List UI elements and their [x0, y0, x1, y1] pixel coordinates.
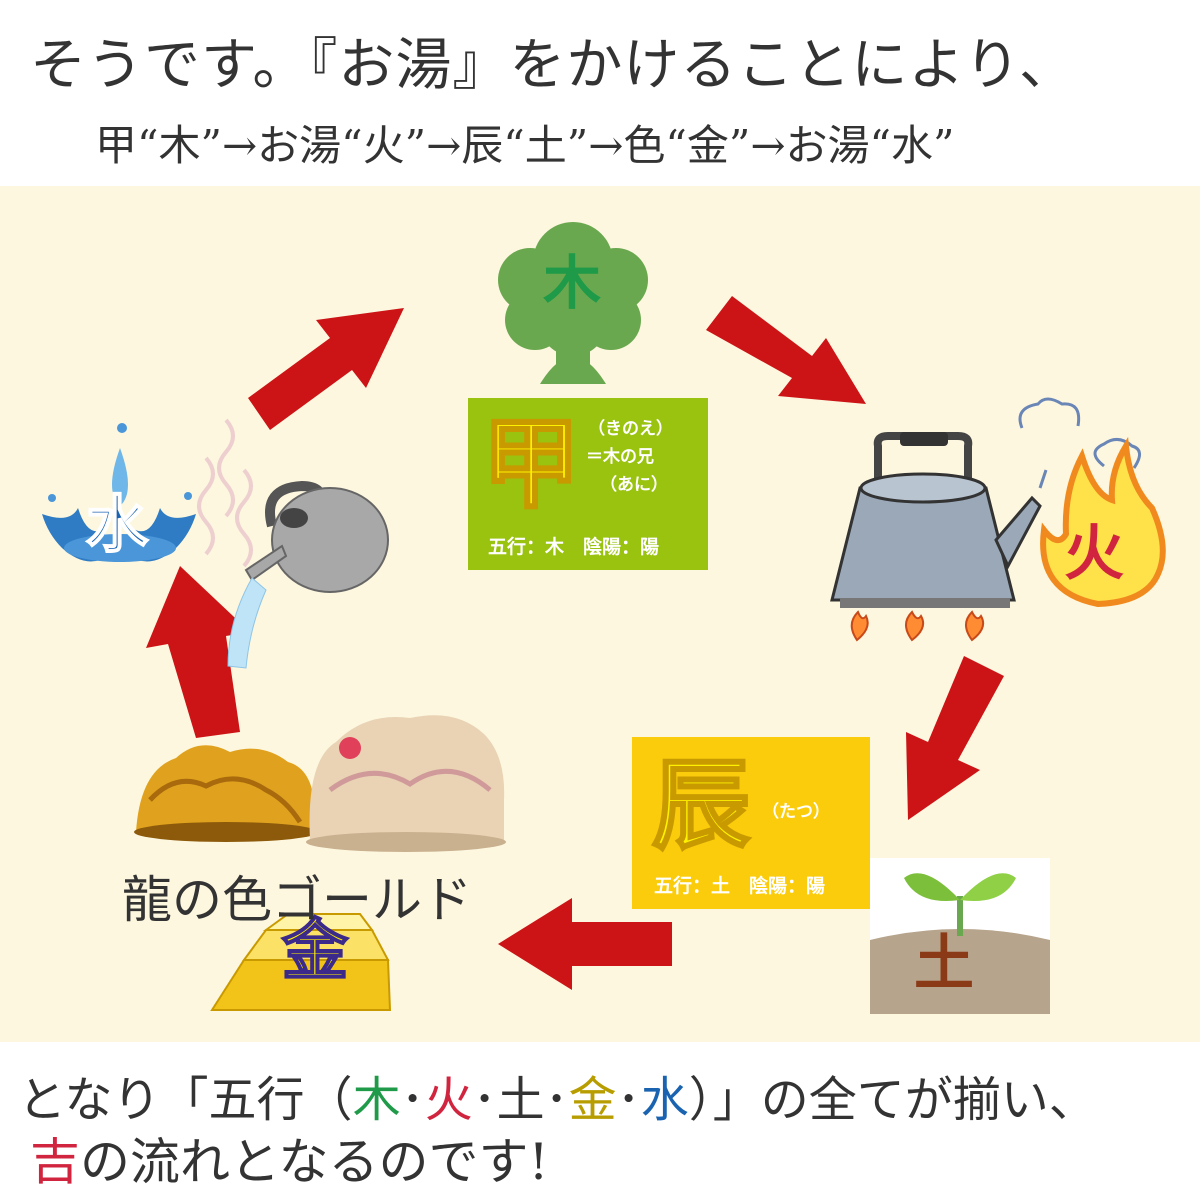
tatsu-reading: （たつ） — [762, 802, 830, 822]
tatsu-caption: 五行：土 陰陽：陽 — [654, 875, 826, 897]
footer-earth: 土 — [496, 1072, 545, 1128]
footer-sep-1: ･ — [400, 1072, 425, 1128]
dragon-color-label: 龍の色ゴールド — [122, 871, 472, 929]
footer-metal: 金 — [568, 1072, 617, 1128]
element-wood-label: 木 — [543, 249, 602, 317]
arrow-water-to-wood — [248, 308, 404, 430]
footer-luck: 吉 — [30, 1133, 80, 1191]
kinoe-char: 甲 — [480, 408, 581, 522]
footer-sep-2: ･ — [472, 1072, 497, 1128]
kinoe-info-box: 甲 （きのえ） ＝木の兄 （あに） 五行：木 陰陽：陽 — [468, 398, 708, 570]
pouring-kettle-icon — [227, 480, 389, 669]
water-splash-icon — [42, 423, 196, 562]
element-metal-label: 金 — [281, 912, 349, 989]
element-earth-label: 土 — [914, 929, 974, 999]
arrow-fire-to-earth — [906, 656, 1004, 820]
footer-wood: 木 — [352, 1072, 401, 1128]
kinoe-reading-2: （あに） — [600, 475, 668, 495]
arrow-wood-to-fire — [706, 296, 866, 404]
gold-dragon-icon — [134, 745, 318, 842]
element-water-label: 水 — [85, 488, 149, 561]
steam-icon — [197, 418, 253, 568]
footer-post: ）」の全てが揃い、 — [688, 1072, 1097, 1128]
footer-line-2-text: の流れとなるのです! — [80, 1133, 549, 1191]
footer-line-1: となり「五行（木･火･土･金･水）」の全てが揃い、 — [18, 1060, 1097, 1130]
footer-sep-4: ･ — [616, 1072, 641, 1128]
footer-water: 水 — [640, 1072, 689, 1128]
kinoe-reading: （きのえ） — [588, 419, 673, 439]
arrow-earth-to-metal — [498, 898, 672, 990]
tatsu-info-box: 辰 （たつ） 五行：土 陰陽：陽 — [632, 737, 870, 909]
tree-icon — [498, 222, 648, 384]
kinoe-meaning: ＝木の兄 — [586, 447, 654, 467]
kinoe-caption: 五行：木 陰陽：陽 — [488, 536, 660, 558]
footer-pre: となり「五行（ — [18, 1072, 353, 1128]
kettle-on-stove-icon — [830, 397, 1141, 642]
header-line-2: 甲“木”→お湯“火”→辰“土”→色“金”→お湯“水” — [95, 121, 955, 170]
ivory-dragon-icon — [306, 715, 506, 852]
arrow-metal-to-water — [146, 566, 250, 738]
header-line-1: そうです。『お湯』をかけることにより、 — [30, 33, 1077, 98]
flame-icon — [1040, 436, 1166, 608]
footer-line-2: 吉の流れとなるのです! — [30, 1122, 549, 1194]
footer-fire: 火 — [424, 1072, 473, 1128]
sprout-soil-icon — [870, 858, 1050, 1014]
tatsu-char: 辰 — [650, 749, 751, 863]
gold-bars-icon — [210, 913, 392, 1011]
element-fire-label: 火 — [1064, 519, 1124, 589]
footer-sep-3: ･ — [544, 1072, 569, 1128]
